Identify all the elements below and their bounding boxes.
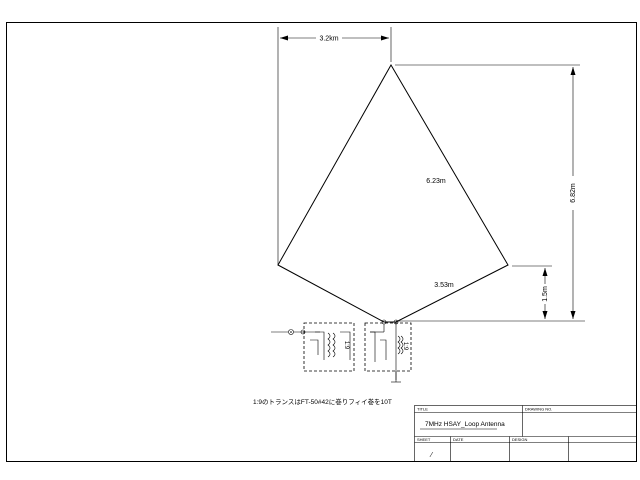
total-height-label: 6.82m: [570, 183, 577, 203]
antenna-loop: [277, 63, 509, 323]
transformer-note: 1:9のトランスはFT-50#42に巻りフィイ巻を10T: [253, 397, 392, 406]
height-arrow-top: [570, 67, 576, 75]
feed-arrow-top: [542, 268, 548, 276]
sheet-header: SHEET: [417, 437, 431, 442]
lower-side-label: 3.53m: [434, 282, 454, 289]
sheet-border: [6, 22, 637, 462]
transformer-2: 1:9: [364, 322, 412, 372]
feed-arrow-bottom: [542, 311, 548, 319]
transformer-1-ratio: 1:9: [343, 341, 349, 350]
top-width-label: 3.2km: [319, 36, 338, 43]
top-width-arrow-left: [280, 35, 288, 41]
height-arrow-bottom: [570, 311, 576, 319]
sheet-value: ⁄: [429, 452, 434, 459]
design-header: DESIGN: [512, 437, 527, 442]
feed-height-label: 1.5m: [542, 286, 549, 302]
title-header: TITLE: [417, 407, 428, 412]
title-block: TITLE DRAWING NO. 7MHz HSAY_Loop Antenna…: [414, 405, 637, 462]
transformer-2-ratio: 1:9: [402, 342, 408, 351]
transformer-1: 1:9: [303, 322, 355, 372]
title-value: 7MHz HSAY_Loop Antenna: [425, 421, 505, 428]
date-header: DATE: [453, 437, 464, 442]
coax-connector: [288, 329, 294, 335]
drawing-no-header: DRAWING NO.: [525, 407, 552, 412]
top-width-arrow-right: [381, 35, 389, 41]
upper-side-label: 6.23m: [426, 178, 446, 185]
input-terminal: [300, 329, 306, 335]
